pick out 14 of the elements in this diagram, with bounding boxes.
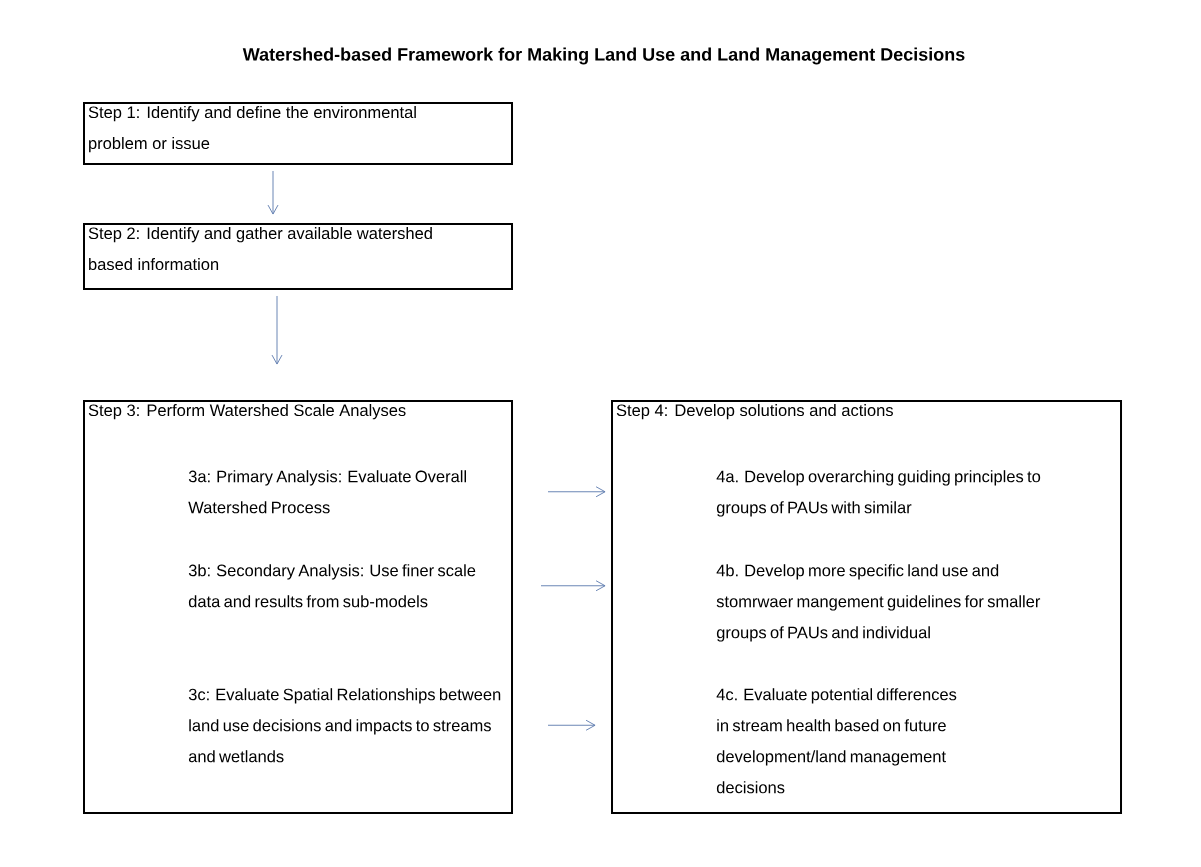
step-box: Step 1: Identify and define the environmental problem or issue xyxy=(83,102,513,165)
step-text: 4b. Develop more specific land use and stomrwaer mangement guidelines for smaller groups of PAUs and individual xyxy=(716,564,1041,642)
arrow xyxy=(267,170,279,215)
step-text: 4c. Evaluate potential differences in stream health based on future development/land management decisions xyxy=(716,688,957,794)
step-text: 3b: Secondary Analysis: Use finer scale data and results from sub-models xyxy=(188,564,476,608)
title: Watershed-based Framework for Making Land Use and Land Management Decisions xyxy=(242,47,965,65)
step-text: 3c: Evaluate Spatial Relationships between land use decisions and impacts to streams and wetlands xyxy=(188,688,501,763)
arrow xyxy=(547,719,596,731)
step-box: Step 2: Identify and gather available watershed based information xyxy=(83,223,513,290)
step-text: 4a. Develop overarching guiding principles to groups of PAUs with similar xyxy=(716,470,1041,517)
step-text: 3a: Primary Analysis: Evaluate Overall Watershed Process xyxy=(188,470,466,514)
arrow xyxy=(271,295,283,365)
arrow xyxy=(547,486,606,498)
arrow xyxy=(540,580,606,592)
